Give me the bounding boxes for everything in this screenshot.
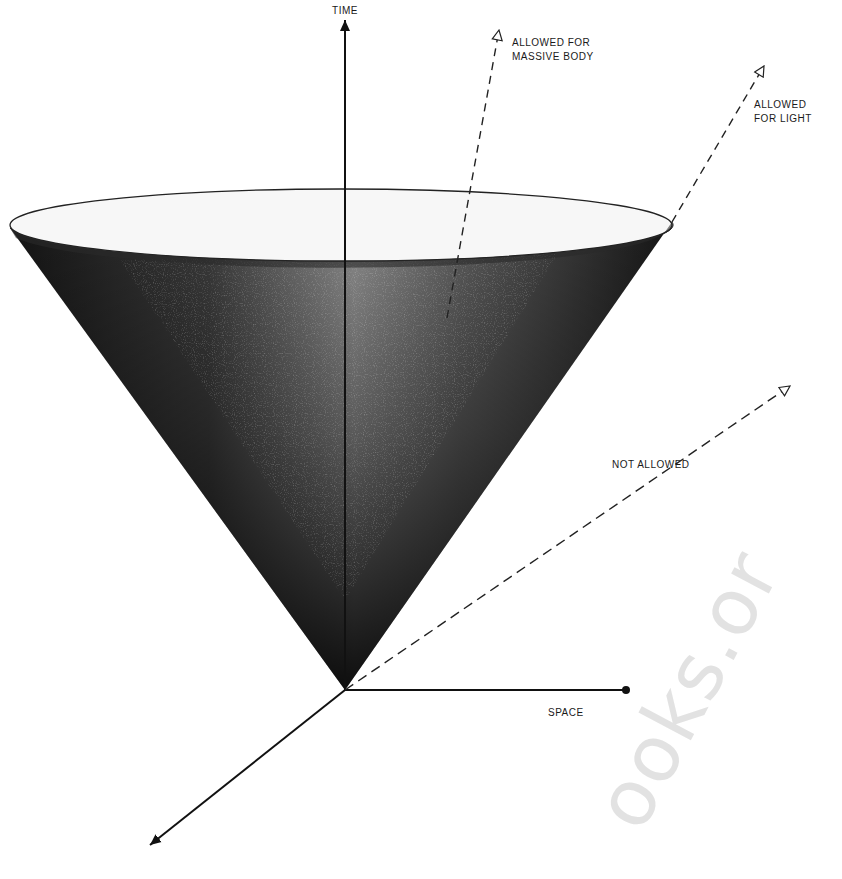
worldline-label: ALLOWED FOR MASSIVE BODY: [512, 36, 604, 63]
worldline-label: ALLOWED FOR LIGHT: [754, 98, 820, 125]
light-worldline: [672, 66, 764, 222]
cone-rim-shadow: [10, 222, 673, 268]
cone-shading: [10, 222, 672, 690]
time-axis: [344, 20, 346, 690]
cone-speckle: [120, 250, 560, 600]
massive-body-worldline: [447, 30, 499, 318]
watermark: ooks.or: [571, 533, 805, 847]
axis-label: TIME: [332, 4, 358, 18]
cone-surface: [10, 222, 672, 690]
axis-label: SPACE: [548, 706, 584, 720]
second-space-axis: [150, 690, 345, 845]
space-axis: [345, 689, 624, 691]
cone-top-ellipse: [10, 189, 672, 261]
worldline-label: NOT ALLOWED: [612, 458, 690, 472]
